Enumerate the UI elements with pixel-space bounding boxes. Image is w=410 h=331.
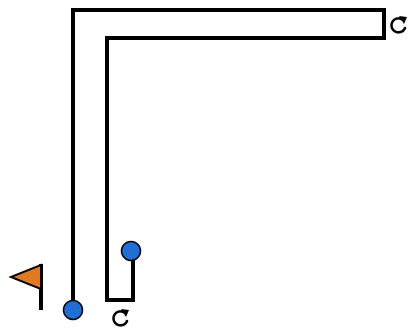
outer-path-line: [71, 8, 386, 307]
node-right[interactable]: [120, 240, 142, 262]
node-left[interactable]: [62, 299, 84, 321]
rotate-icon-bottom[interactable]: [112, 309, 129, 327]
rotate-icon-top-right[interactable]: [390, 16, 407, 34]
flag-icon: [8, 263, 43, 310]
